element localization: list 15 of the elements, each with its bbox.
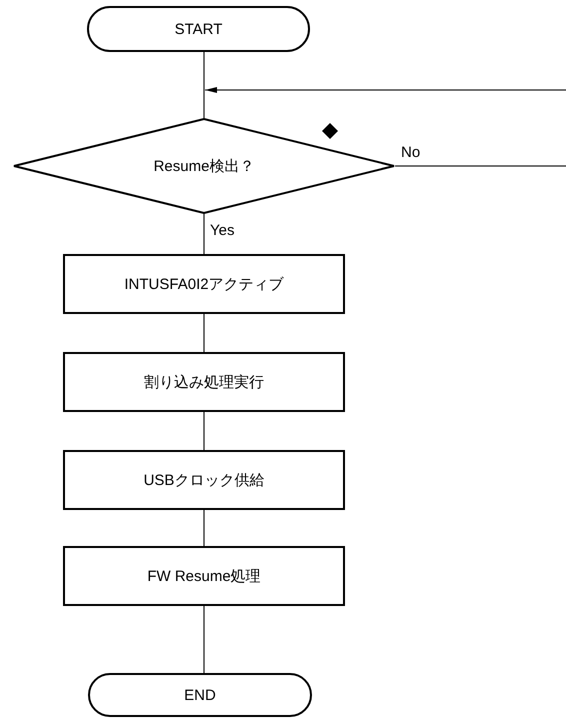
decision-diamond <box>13 118 395 214</box>
process-box <box>63 254 345 314</box>
step-text: START <box>174 20 222 38</box>
decision-text: Resume検出？ <box>154 156 254 176</box>
process-box <box>63 450 345 510</box>
step-text: FW Resume処理 <box>147 566 261 586</box>
terminal-pill <box>88 673 312 717</box>
step-text: END <box>184 686 216 704</box>
step-text: USBクロック供給 <box>144 470 264 490</box>
arrow <box>204 87 566 93</box>
step-text: INTUSFA0I2アクティブ <box>124 274 284 294</box>
process-box <box>63 546 345 606</box>
process-box <box>63 352 345 412</box>
step-text: 割り込み処理実行 <box>144 372 264 392</box>
terminal-pill <box>87 6 310 52</box>
